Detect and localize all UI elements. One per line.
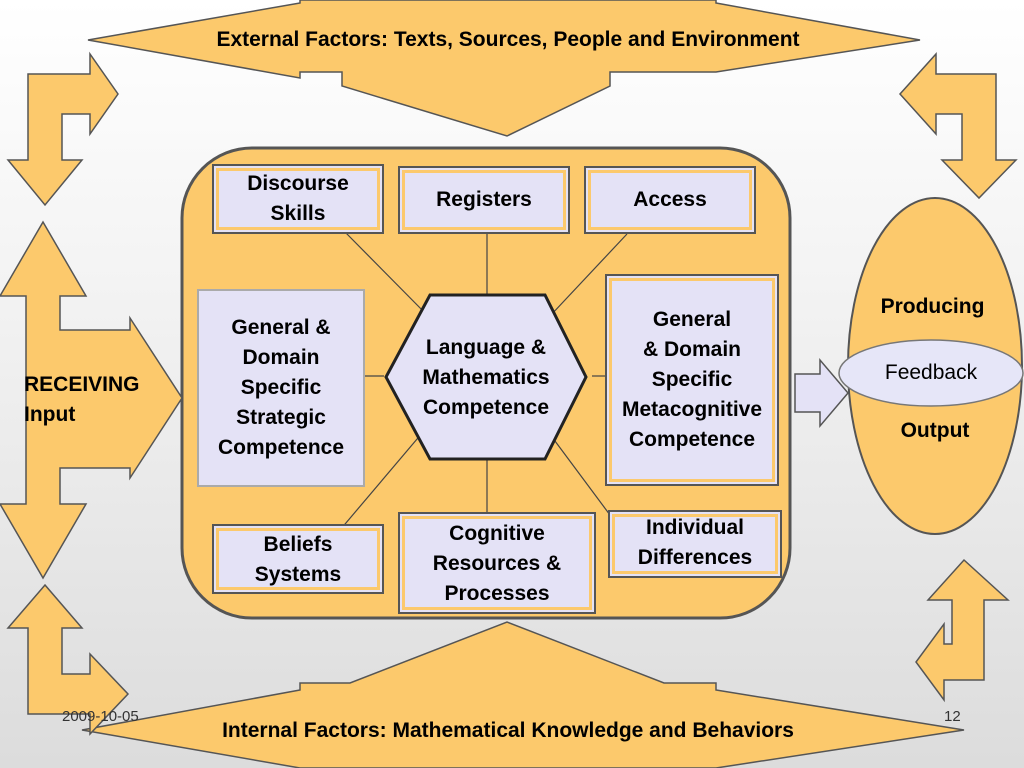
receiving-arrow	[0, 220, 183, 580]
top-left-bent-arrow	[6, 51, 119, 207]
line-discourse	[344, 231, 431, 319]
bottom-right-bent-arrow	[915, 558, 1010, 703]
output-label: Output	[900, 419, 970, 442]
internal-factors-label: Internal Factors: Mathematical Knowledge…	[222, 719, 794, 742]
line-beliefs	[339, 431, 424, 531]
box-registers	[398, 166, 570, 234]
feedback-ellipse	[838, 339, 1024, 407]
individual-differences-label: Individual Differences	[637, 516, 753, 569]
box-individual	[608, 510, 782, 578]
access-label: Access	[633, 188, 707, 211]
to-output-arrow	[794, 357, 849, 429]
box-cognitive	[398, 512, 596, 614]
registers-label: Registers	[436, 188, 532, 211]
external-factors-label: External Factors: Texts, Sources, People…	[216, 28, 800, 51]
center-competence-label: Language & Mathematics Competence	[422, 336, 550, 419]
box-metacognitive	[605, 274, 779, 486]
producing-label: Producing	[880, 295, 985, 318]
bottom-left-bent-arrow	[6, 583, 130, 736]
top-right-bent-arrow	[898, 52, 1018, 200]
external-factors-arrow	[87, 0, 921, 137]
line-individual	[551, 436, 611, 516]
feedback-label: Feedback	[884, 361, 978, 384]
metacognitive-competence-label: General & Domain Specific Metacognitive …	[621, 308, 763, 451]
footer-page-number: 12	[944, 708, 961, 725]
box-access	[584, 166, 756, 234]
internal-factors-arrow	[81, 621, 965, 768]
box-discourse-skills	[212, 164, 384, 234]
discourse-skills-label: Discourse Skills	[247, 172, 349, 225]
beliefs-systems-label: Beliefs Systems	[254, 533, 342, 586]
footer-date: 2009-10-05	[62, 708, 139, 725]
receiving-input-label: RECEIVING Input	[24, 373, 140, 426]
line-access	[549, 233, 628, 317]
box-beliefs	[212, 524, 384, 594]
strategic-competence-label: General & Domain Specific Strategic Comp…	[217, 316, 345, 459]
center-hexagon	[384, 293, 588, 461]
cognitive-resources-label: Cognitive Resources & Processes	[432, 522, 562, 605]
box-strategic	[197, 289, 365, 487]
